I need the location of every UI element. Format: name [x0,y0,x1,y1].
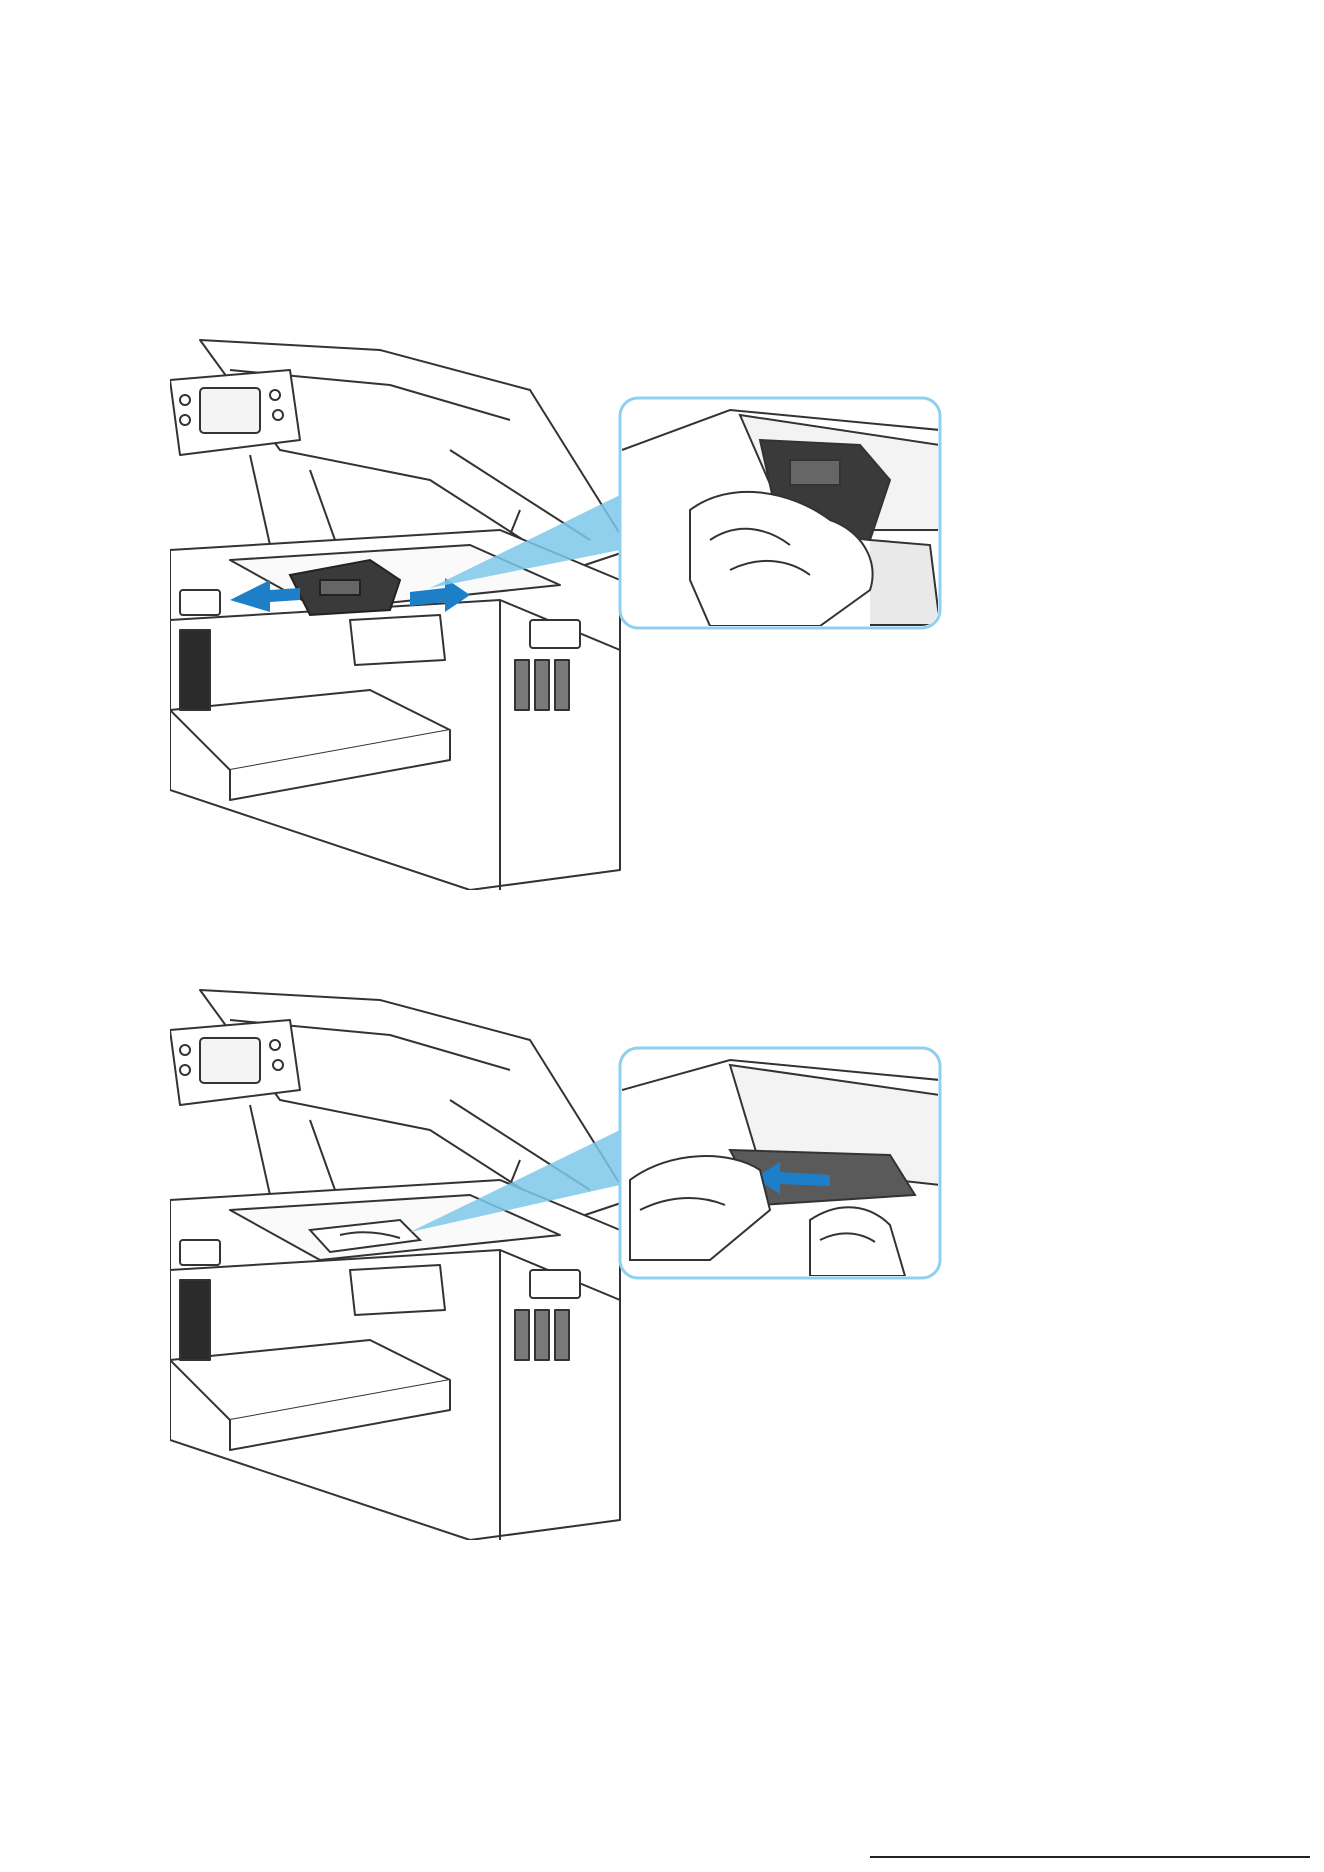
printer-open-cover-move-print-head-illustration [170,330,1010,890]
detail-callout-jammed-paper [620,1048,940,1278]
printer-open-cover-remove-jammed-paper-illustration [170,980,1010,1540]
footer-line [870,1856,1310,1858]
figure-move-print-head [170,330,1010,890]
detail-callout-print-head [620,398,940,628]
figure-remove-jammed-paper [170,980,1010,1540]
